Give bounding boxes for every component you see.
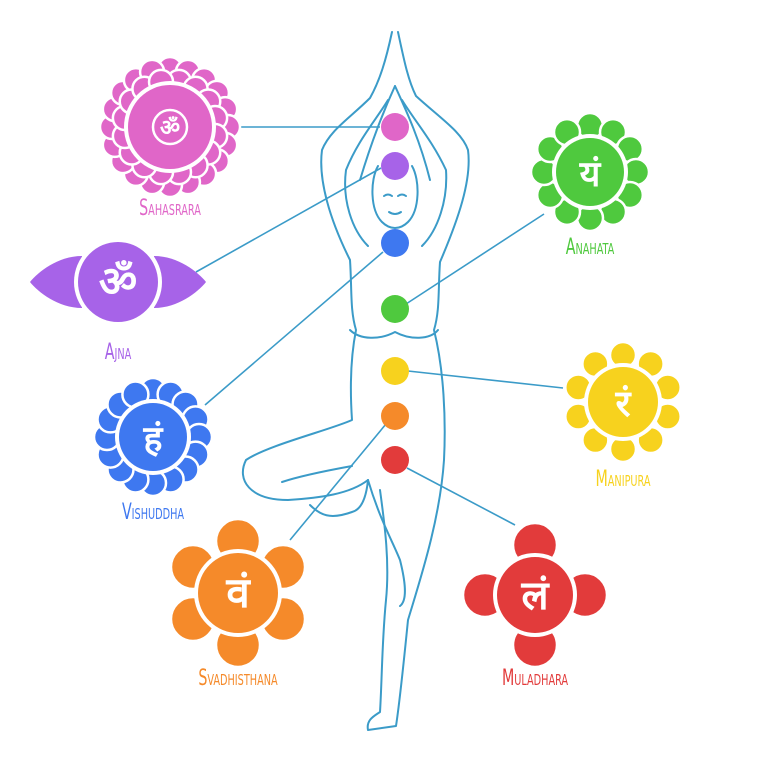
- vishuddha-connector-line: [204, 251, 384, 406]
- label-text: Sahasrara: [139, 196, 201, 221]
- chakra-dots: [381, 113, 409, 474]
- sahasrara-symbol-icon: ॐ: [98, 55, 242, 199]
- manipura-syllable: रं: [614, 382, 632, 425]
- anahata-connector-line: [405, 213, 545, 305]
- anahata-label: Anahata: [556, 235, 623, 260]
- ajna-label: Ajna: [100, 340, 137, 365]
- yoga-figure-outline: [241, 31, 470, 731]
- muladhara-dot: [381, 446, 409, 474]
- chakra-icons: ॐ ॐ हं यं रं वं लं: [30, 55, 682, 669]
- label-text: Svadhisthana: [198, 666, 278, 691]
- vishuddha-label: Vishuddha: [110, 500, 196, 525]
- label-text: Anahata: [565, 235, 615, 260]
- ajna-dot: [381, 152, 409, 180]
- muladhara-symbol-icon: लं: [461, 521, 609, 669]
- label-text: Vishuddha: [121, 500, 185, 525]
- manipura-connector-line: [407, 370, 564, 389]
- label-text: Ajna: [104, 340, 132, 365]
- ajna-connector-line: [195, 167, 382, 273]
- anahata-symbol-icon: यं: [529, 111, 651, 233]
- vishuddha-symbol-icon: हं: [92, 376, 214, 498]
- label-text: Muladhara: [501, 666, 569, 691]
- ajna-symbol-icon: ॐ: [30, 238, 206, 326]
- connector-lines: [195, 126, 564, 541]
- svadhisthana-syllable: वं: [225, 568, 251, 617]
- svadhisthana-label: Svadhisthana: [183, 666, 293, 691]
- svadhisthana-connector-line: [289, 423, 387, 541]
- ajna-syllable: ॐ: [99, 257, 137, 306]
- sahasrara-dot: [381, 113, 409, 141]
- muladhara-syllable: लं: [520, 573, 550, 619]
- svadhisthana-dot: [381, 402, 409, 430]
- label-text: Manipura: [595, 467, 651, 492]
- manipura-label: Manipura: [585, 467, 661, 492]
- anahata-dot: [381, 295, 409, 323]
- manipura-dot: [381, 357, 409, 385]
- muladhara-connector-line: [406, 467, 516, 526]
- sahasrara-syllable: ॐ: [160, 116, 180, 141]
- anahata-syllable: यं: [579, 154, 602, 195]
- muladhara-label: Muladhara: [489, 666, 581, 691]
- sahasrara-label: Sahasrara: [127, 196, 213, 221]
- svadhisthana-symbol-icon: वं: [169, 517, 307, 669]
- vishuddha-syllable: हं: [143, 419, 165, 460]
- vishuddha-dot: [381, 229, 409, 257]
- manipura-symbol-icon: रं: [564, 340, 682, 464]
